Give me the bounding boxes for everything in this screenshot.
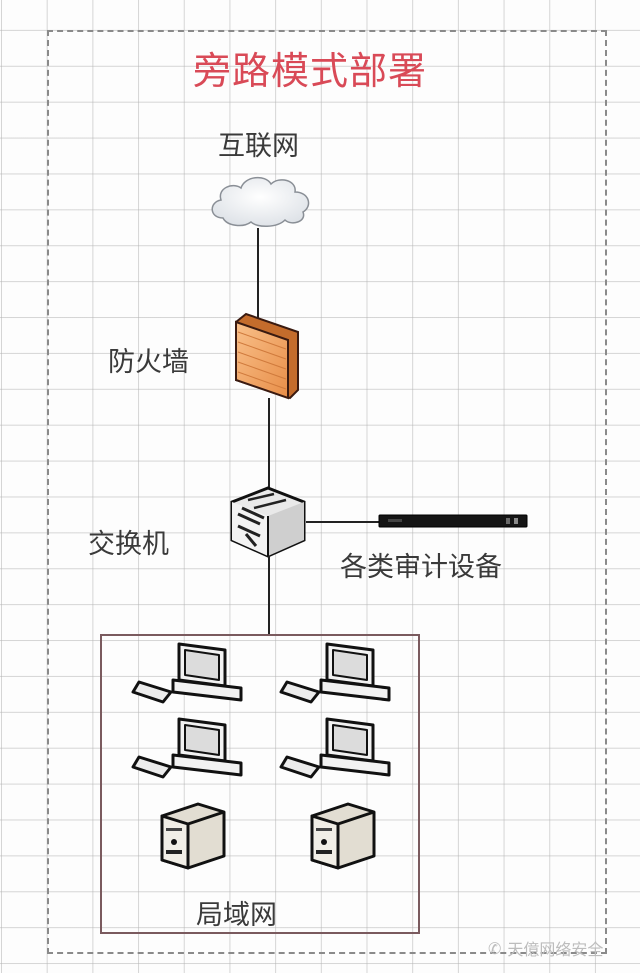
- lan-group: [100, 634, 420, 934]
- cloud-icon: [211, 176, 310, 227]
- wechat-icon: ✆: [488, 938, 502, 958]
- workstation-icon: [131, 642, 243, 704]
- server-icon: [160, 802, 226, 870]
- switch-icon: [230, 486, 306, 558]
- lan-label: 局域网: [196, 900, 277, 931]
- workstation-icon: [279, 717, 391, 779]
- audit-devices-label: 各类审计设备: [340, 552, 502, 583]
- diagram-frame: [47, 30, 607, 954]
- rack-device-icon: [378, 514, 528, 528]
- edge-internet-firewall: [257, 228, 259, 320]
- watermark: ✆ 天億网络安全: [488, 936, 603, 960]
- watermark-text: 天億网络安全: [507, 940, 604, 959]
- workstation-icon: [279, 642, 391, 704]
- edge-switch-lan: [268, 556, 270, 636]
- edge-switch-audit: [306, 521, 386, 523]
- server-icon: [310, 802, 376, 870]
- firewall-icon: [235, 312, 299, 400]
- diagram-title: 旁路模式部署: [192, 49, 427, 93]
- firewall-label: 防火墙: [108, 347, 189, 378]
- switch-label: 交换机: [88, 529, 169, 560]
- workstation-icon: [131, 717, 243, 779]
- internet-label: 互联网: [218, 131, 299, 162]
- edge-firewall-switch: [268, 398, 270, 490]
